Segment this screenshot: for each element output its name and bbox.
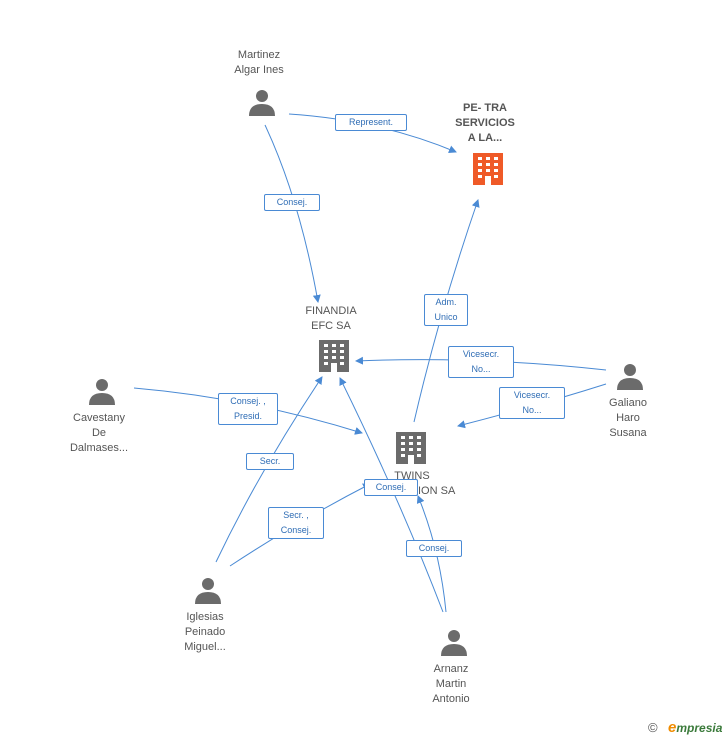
edge-label-consej-twins[interactable]: Consej. <box>364 479 418 496</box>
building-icon[interactable] <box>473 153 503 185</box>
person-icon[interactable] <box>617 364 643 390</box>
node-label-petra[interactable]: PE- TRA SERVICIOS A LA... <box>455 102 515 144</box>
person-icon[interactable] <box>89 379 115 405</box>
edge-label-vicesecr-finandia[interactable]: Vicesecr. No... <box>448 346 514 378</box>
node-label-martinez[interactable]: Martinez Algar Ines <box>234 49 284 76</box>
brand-initial: e <box>668 719 677 736</box>
empresia-logo[interactable]: empresia <box>668 719 722 736</box>
node-label-galiano[interactable]: Galiano Haro Susana <box>609 397 647 439</box>
edge-label-vicesecr-twins[interactable]: Vicesecr. No... <box>499 387 565 419</box>
edge-label-adm-unico[interactable]: Adm. Unico <box>424 294 468 326</box>
edge-label-secr[interactable]: Secr. <box>246 453 294 470</box>
person-icon[interactable] <box>249 90 275 116</box>
edge-label-secr-consej[interactable]: Secr. , Consej. <box>268 507 324 539</box>
node-label-arnanz[interactable]: Arnanz Martin Antonio <box>432 663 470 705</box>
node-label-cavestany[interactable]: Cavestany De Dalmases... <box>69 412 129 454</box>
edge-label-consej-martinez[interactable]: Consej. <box>264 194 320 211</box>
edge-martinez-finandia <box>264 124 321 303</box>
edge-label-represent[interactable]: Represent. <box>335 114 407 131</box>
person-icon[interactable] <box>441 630 467 656</box>
edge-arnanz-finandia <box>339 377 444 613</box>
node-label-iglesias[interactable]: Iglesias Peinado Miguel... <box>184 611 226 653</box>
edge-label-consej-arnanz[interactable]: Consej. <box>406 540 462 557</box>
copyright-symbol: © <box>648 720 658 735</box>
person-icon[interactable] <box>195 578 221 604</box>
building-icon[interactable] <box>319 340 349 372</box>
brand-rest: mpresia <box>676 721 723 735</box>
node-label-finandia[interactable]: FINANDIA EFC SA <box>305 305 357 332</box>
building-icon[interactable] <box>396 432 426 464</box>
edge-label-consej-presid[interactable]: Consej. , Presid. <box>218 393 278 425</box>
